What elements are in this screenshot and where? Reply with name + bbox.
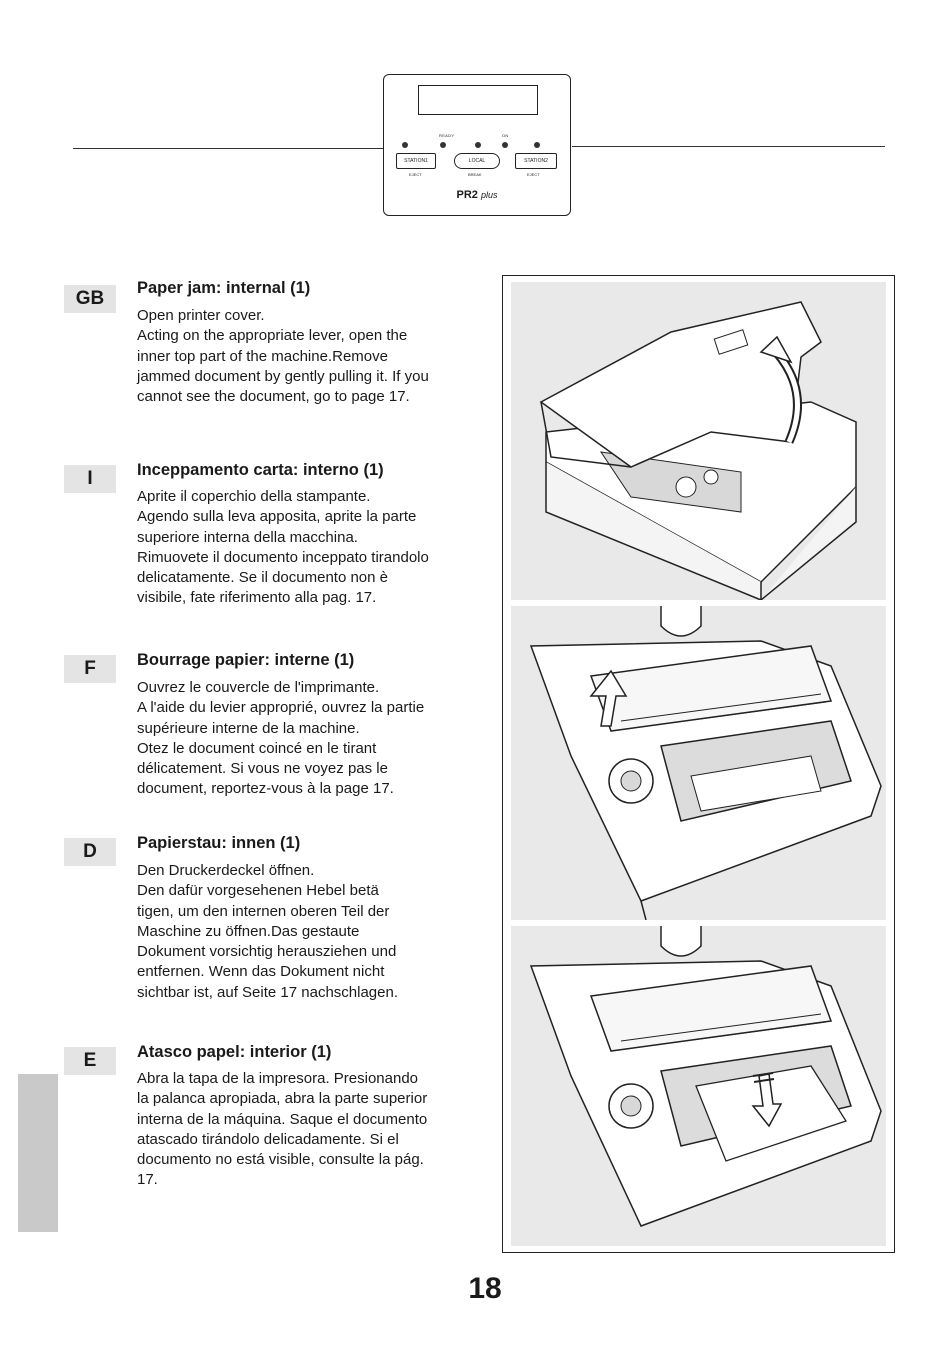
header-rule-left: [73, 148, 384, 149]
body-line: Aprite il coperchio della stampante.: [137, 488, 371, 505]
printer-control-panel: READY ON STATION1 LOCAL STATION2 EJECT B…: [383, 74, 571, 216]
body-line: documento no está visible, consulte la p…: [137, 1151, 424, 1169]
section-title-d: Papierstau: innen (1): [137, 834, 301, 852]
lang-tag-f: F: [64, 655, 116, 683]
panel-display: [418, 85, 538, 115]
body-line: cannot see the document, go to page 17.: [137, 388, 410, 406]
body-line: document, reportez-vous à la page 17.: [137, 780, 394, 798]
section-body-i: Aprite il coperchio della stampante. Age…: [137, 487, 499, 609]
body-line: 17.: [137, 1171, 158, 1189]
led-on-label: ON: [502, 133, 509, 138]
lang-tag-e: E: [64, 1047, 116, 1075]
body-line: interna de la máquina. Saque el document…: [137, 1110, 428, 1128]
body-line: délicatement. Si vous ne voyez pas le: [137, 760, 388, 778]
body-line: inner top part of the machine.Remove: [137, 347, 388, 365]
body-line: Rimuovete il documento inceppato tirando…: [137, 548, 429, 566]
lang-tag-d: D: [64, 838, 116, 866]
eject-right-label: EJECT: [527, 172, 540, 177]
body-line: jammed document by gently pulling it. If…: [137, 367, 429, 385]
led-indicator: [440, 142, 446, 148]
section-title-gb: Paper jam: internal (1): [137, 279, 311, 297]
header-rule-right: [572, 146, 885, 147]
section-title-i: Inceppamento carta: interno (1): [137, 461, 384, 479]
body-line: visibile, fate riferimento alla pag. 17.: [137, 589, 377, 607]
chapter-side-tab: [18, 1074, 58, 1232]
illustration-frame: [502, 275, 895, 1253]
illustration-remove-document: [511, 926, 886, 1246]
section-body-e: Abra la tapa de la impresora. Presionand…: [137, 1069, 499, 1191]
body-line: Acting on the appropriate lever, open th…: [137, 327, 408, 345]
model-name: PR2 plus: [456, 189, 498, 201]
body-line: atascado tirándolo delicadamente. Si el: [137, 1130, 399, 1148]
section-title-f: Bourrage papier: interne (1): [137, 651, 355, 669]
body-line: Abra la tapa de la impresora. Presionand…: [137, 1070, 419, 1087]
led-indicator: [402, 142, 408, 148]
illustration-open-cover: [511, 282, 886, 600]
body-line: Dokument vorsichtig herausziehen und: [137, 943, 397, 961]
section-body-gb: Open printer cover. Acting on the approp…: [137, 306, 499, 407]
led-ready-label: READY: [439, 133, 455, 138]
body-line: la palanca apropiada, abra la parte supe…: [137, 1090, 428, 1108]
body-line: Open printer cover.: [137, 307, 265, 324]
illustration-lever-open: [511, 606, 886, 920]
lang-tag-i: I: [64, 465, 116, 493]
led-indicator: [502, 142, 508, 148]
section-title-e: Atasco papel: interior (1): [137, 1043, 332, 1061]
body-line: sichtbar ist, auf Seite 17 nachschlagen.: [137, 983, 398, 1001]
body-line: supérieure interne de la machine.: [137, 719, 360, 737]
body-line: Den Druckerdeckel öffnen.: [137, 862, 315, 879]
station1-button: STATION1: [396, 153, 436, 169]
body-line: Maschine zu öffnen.Das gestaute: [137, 922, 360, 940]
body-line: Agendo sulla leva apposita, aprite la pa…: [137, 508, 417, 526]
section-body-d: Den Druckerdeckel öffnen. Den dafür vorg…: [137, 861, 499, 1003]
body-line: delicatamente. Se il documento non è: [137, 569, 388, 587]
local-button: LOCAL: [454, 153, 500, 169]
body-line: Otez le document coincé en le tirant: [137, 739, 377, 757]
station2-button: STATION2: [515, 153, 557, 169]
break-label: BREAK: [468, 172, 482, 177]
led-indicator: [475, 142, 481, 148]
body-line: entfernen. Wenn das Dokument nicht: [137, 963, 385, 981]
page-number: 18: [468, 1272, 502, 1305]
section-body-f: Ouvrez le couvercle de l'imprimante. A l…: [137, 678, 499, 800]
body-line: Ouvrez le couvercle de l'imprimante.: [137, 679, 380, 696]
body-line: superiore interna della macchina.: [137, 528, 358, 546]
led-indicator: [534, 142, 540, 148]
lang-tag-gb: GB: [64, 285, 116, 313]
eject-left-label: EJECT: [409, 172, 422, 177]
body-line: Den dafür vorgesehenen Hebel betä: [137, 882, 379, 900]
body-line: tigen, um den internen oberen Teil der: [137, 902, 390, 920]
body-line: A l'aide du levier approprié, ouvrez la …: [137, 699, 425, 717]
